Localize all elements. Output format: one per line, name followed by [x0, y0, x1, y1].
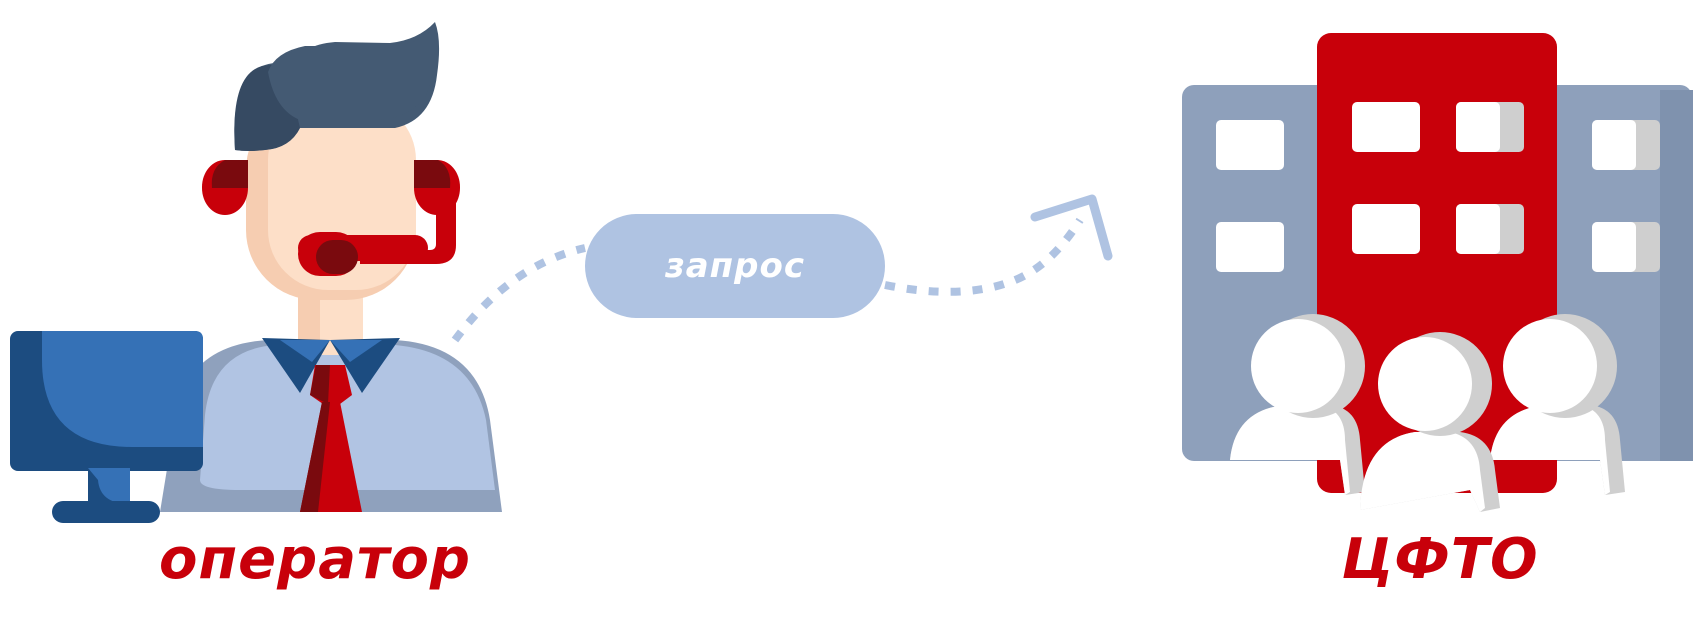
operator-label: оператор [158, 527, 472, 592]
office-building-icon [1182, 33, 1693, 512]
people-group-icon [1230, 314, 1625, 512]
organization-label: ЦФТО [1341, 527, 1539, 592]
request-arrow [451, 194, 1113, 343]
request-label: запрос [664, 246, 806, 286]
request-bubble: запрос [585, 214, 885, 318]
support-operator-icon [10, 22, 502, 523]
